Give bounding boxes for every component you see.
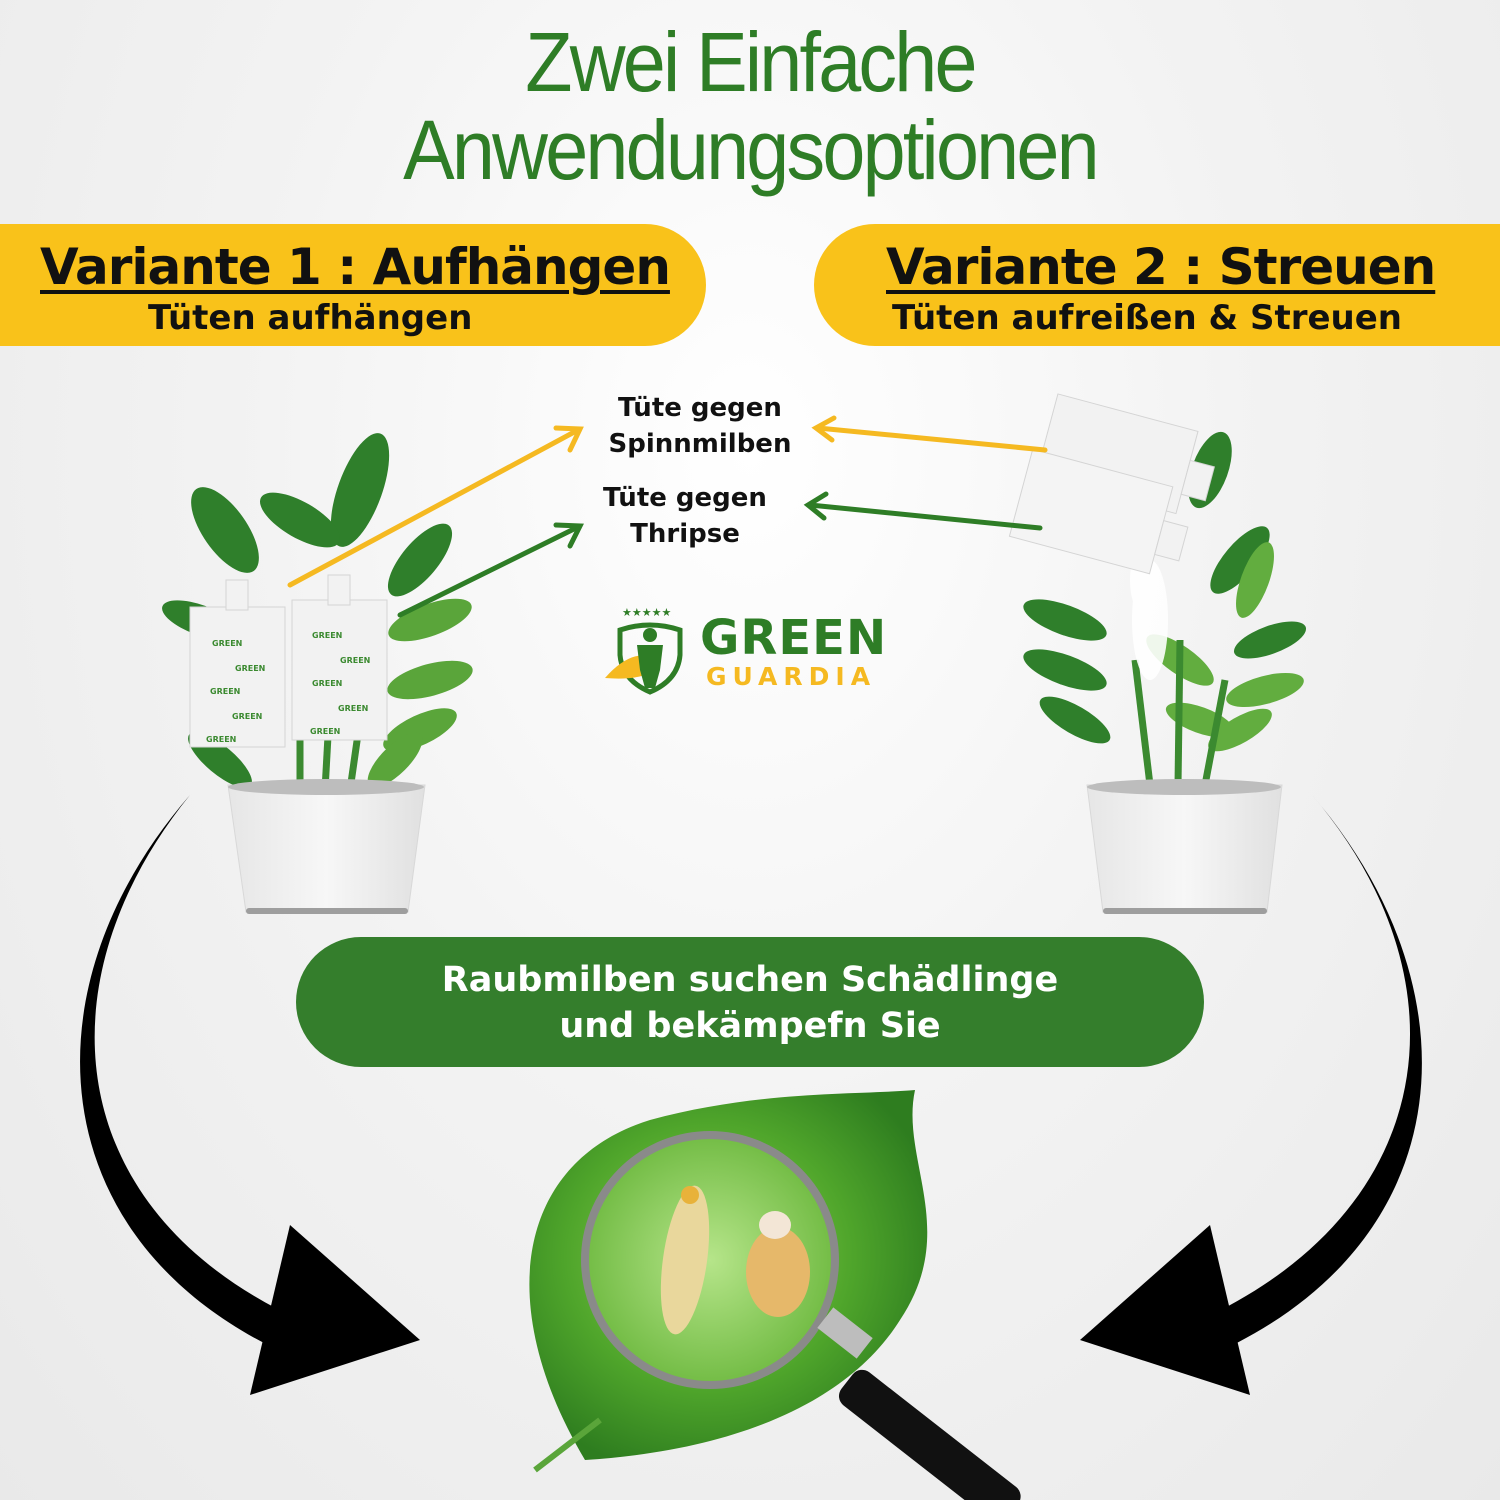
svg-text:★★★★★: ★★★★★ bbox=[622, 606, 671, 619]
callout-thripse-line1: Tüte gegen bbox=[603, 483, 767, 513]
thripse-arrow-left bbox=[397, 522, 584, 618]
variant-1-pill: Variante 1 : Aufhängen Tüten aufhängen bbox=[0, 224, 706, 346]
variant-1-heading: Variante 1 : Aufhängen bbox=[40, 238, 671, 296]
logo-text-guardia: GUARDIA bbox=[706, 662, 877, 691]
variant-1-subtitle: Tüten aufhängen bbox=[148, 298, 473, 338]
curved-arrow-left-icon bbox=[80, 795, 420, 1395]
callout-spinnmilben: Tüte gegen Spinnmilben bbox=[595, 390, 805, 462]
svg-text:GREEN: GREEN bbox=[312, 679, 342, 688]
title-line-2: Anwendungsoptionen bbox=[403, 103, 1099, 197]
curved-arrow-right-icon bbox=[1080, 795, 1422, 1395]
leaf-magnifier-illustration bbox=[529, 1090, 1021, 1500]
brand-logo: ★★★★★ GREEN GUARDIA bbox=[600, 600, 910, 700]
variant-2-subtitle: Tüten aufreißen & Streuen bbox=[892, 298, 1403, 338]
svg-text:GREEN: GREEN bbox=[210, 687, 240, 696]
svg-text:GREEN: GREEN bbox=[340, 656, 370, 665]
page-title: Zwei Einfache Anwendungsoptionen bbox=[60, 18, 1440, 194]
svg-text:GREEN: GREEN bbox=[338, 704, 368, 713]
spinnmilben-arrow-left bbox=[287, 425, 584, 588]
left-plant-illustration: GREEN GREEN GREEN GREEN GREEN GREEN GREEN GRE… bbox=[162, 433, 473, 914]
callout-spinnmilben-line1: Tüte gegen bbox=[618, 393, 782, 423]
variant-2-heading: Variante 2 : Streuen bbox=[886, 238, 1436, 296]
svg-text:GREEN: GREEN bbox=[212, 639, 242, 648]
logo-text-green: GREEN bbox=[700, 610, 888, 666]
banner-line-2: und bekämpefn Sie bbox=[559, 1006, 941, 1046]
banner-line-1: Raubmilben suchen Schädlinge bbox=[441, 960, 1059, 1000]
callout-thripse-line2: Thripse bbox=[630, 519, 740, 549]
svg-text:GREEN: GREEN bbox=[232, 712, 262, 721]
variant-2-pill: Variante 2 : Streuen Tüten aufreißen & S… bbox=[814, 224, 1500, 346]
shield-hero-icon: ★★★★★ bbox=[605, 606, 683, 695]
svg-text:GREEN: GREEN bbox=[312, 631, 342, 640]
callout-thripse: Tüte gegen Thripse bbox=[585, 480, 785, 552]
svg-text:GREEN: GREEN bbox=[310, 727, 340, 736]
spinnmilben-arrow-right bbox=[811, 415, 1048, 453]
title-line-1: Zwei Einfache bbox=[525, 15, 977, 109]
svg-text:GREEN: GREEN bbox=[235, 664, 265, 673]
callout-spinnmilben-line2: Spinnmilben bbox=[608, 429, 792, 459]
right-plant-illustration bbox=[1008, 393, 1307, 914]
result-banner: Raubmilben suchen Schädlinge und bekämpe… bbox=[296, 937, 1204, 1067]
svg-text:GREEN: GREEN bbox=[206, 735, 236, 744]
thripse-arrow-right bbox=[803, 491, 1043, 531]
